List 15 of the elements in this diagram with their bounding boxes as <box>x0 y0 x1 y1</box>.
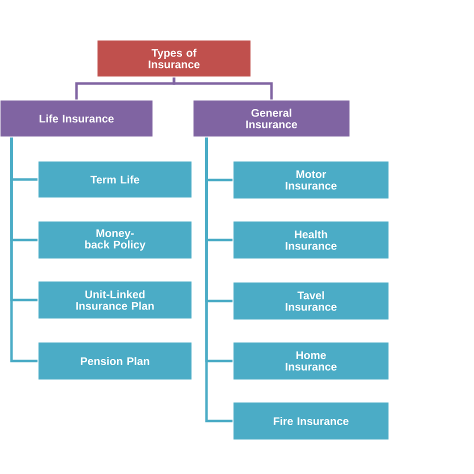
connector-line <box>205 138 232 422</box>
type-box: Term Life <box>38 160 192 198</box>
type-box: Home Insurance <box>232 342 390 380</box>
type-box: Money-back Policy <box>38 220 192 260</box>
type-box: Health Insurance <box>232 220 390 260</box>
category-box: Life Insurance <box>0 100 154 138</box>
type-box: Tavel Insurance <box>232 282 390 320</box>
category-box: Types of Insurance <box>96 40 252 78</box>
connector-line <box>172 78 273 100</box>
type-box: Unit-Linked Insurance Plan <box>38 280 192 320</box>
category-box: General Insurance <box>192 100 350 138</box>
connector-line <box>10 138 38 362</box>
type-box: Motor Insurance <box>232 160 390 200</box>
type-box: Pension Plan <box>38 342 192 380</box>
type-box: Fire Insurance <box>232 402 390 440</box>
